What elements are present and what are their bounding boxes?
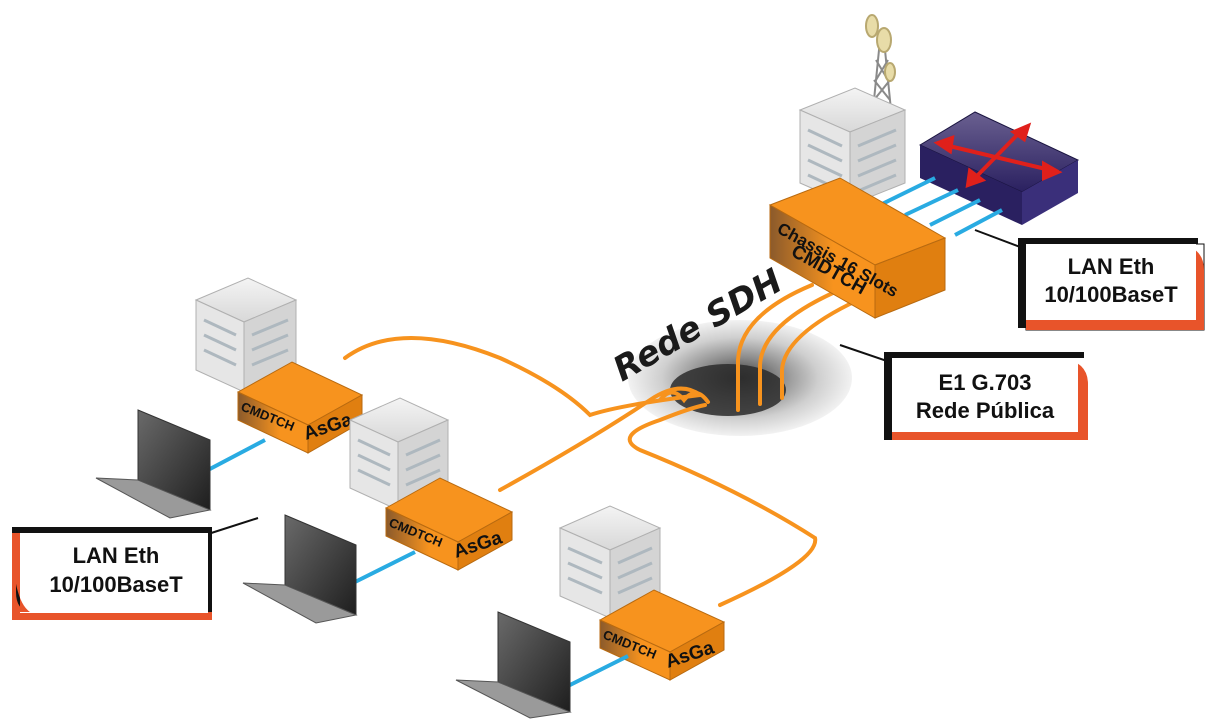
- callout-lan-central-line1: LAN Eth: [1068, 254, 1155, 279]
- central-chassis: Chassis 16 Slots CMDTCH: [768, 177, 947, 319]
- remote-unit-1: CMDTCH AsGa: [236, 361, 364, 454]
- lan-link-1: [207, 438, 266, 472]
- fiber-central-2: [758, 290, 837, 406]
- fiber-loop: [658, 390, 710, 404]
- fiber-central-3: [780, 298, 860, 400]
- callout-e1-line2: Rede Pública: [916, 398, 1055, 423]
- fiber-remote-2: [498, 386, 702, 492]
- remote-site-1: CMDTCH AsGa: [95, 277, 364, 519]
- remote-site-2: CMDTCH AsGa: [242, 397, 514, 624]
- sdh-fiber-links: [343, 283, 860, 607]
- radio-tower-icon: [865, 14, 896, 121]
- remote-unit-3: CMDTCH AsGa: [598, 589, 726, 681]
- central-lan-links: [879, 176, 1003, 237]
- callout-lan-remote-line1: LAN Eth: [73, 543, 160, 568]
- callout-lan-central: LAN Eth 10/100BaseT: [974, 229, 1205, 331]
- laptop-icon-2: [242, 514, 358, 624]
- fiber-remote-1: [343, 336, 702, 418]
- callout-lan-remote: LAN Eth 10/100BaseT: [12, 517, 259, 620]
- fiber-central-1: [736, 283, 814, 412]
- laptop-icon-1: [95, 409, 212, 519]
- server-building-2: [348, 397, 450, 511]
- callout-lan-central-line2: 10/100BaseT: [1044, 282, 1178, 307]
- remote-unit-2: CMDTCH AsGa: [384, 477, 514, 571]
- fiber-remote-3: [627, 403, 818, 607]
- lan-link-2: [354, 550, 416, 584]
- laptop-icon-3: [455, 611, 572, 719]
- callout-e1-line1: E1 G.703: [939, 370, 1032, 395]
- lan-link-3: [567, 654, 629, 688]
- remote-site-3: CMDTCH AsGa: [455, 505, 726, 719]
- ethernet-switch-icon: [918, 111, 1080, 225]
- callout-lan-remote-line2: 10/100BaseT: [49, 572, 183, 597]
- callout-e1: E1 G.703 Rede Pública: [839, 344, 1088, 440]
